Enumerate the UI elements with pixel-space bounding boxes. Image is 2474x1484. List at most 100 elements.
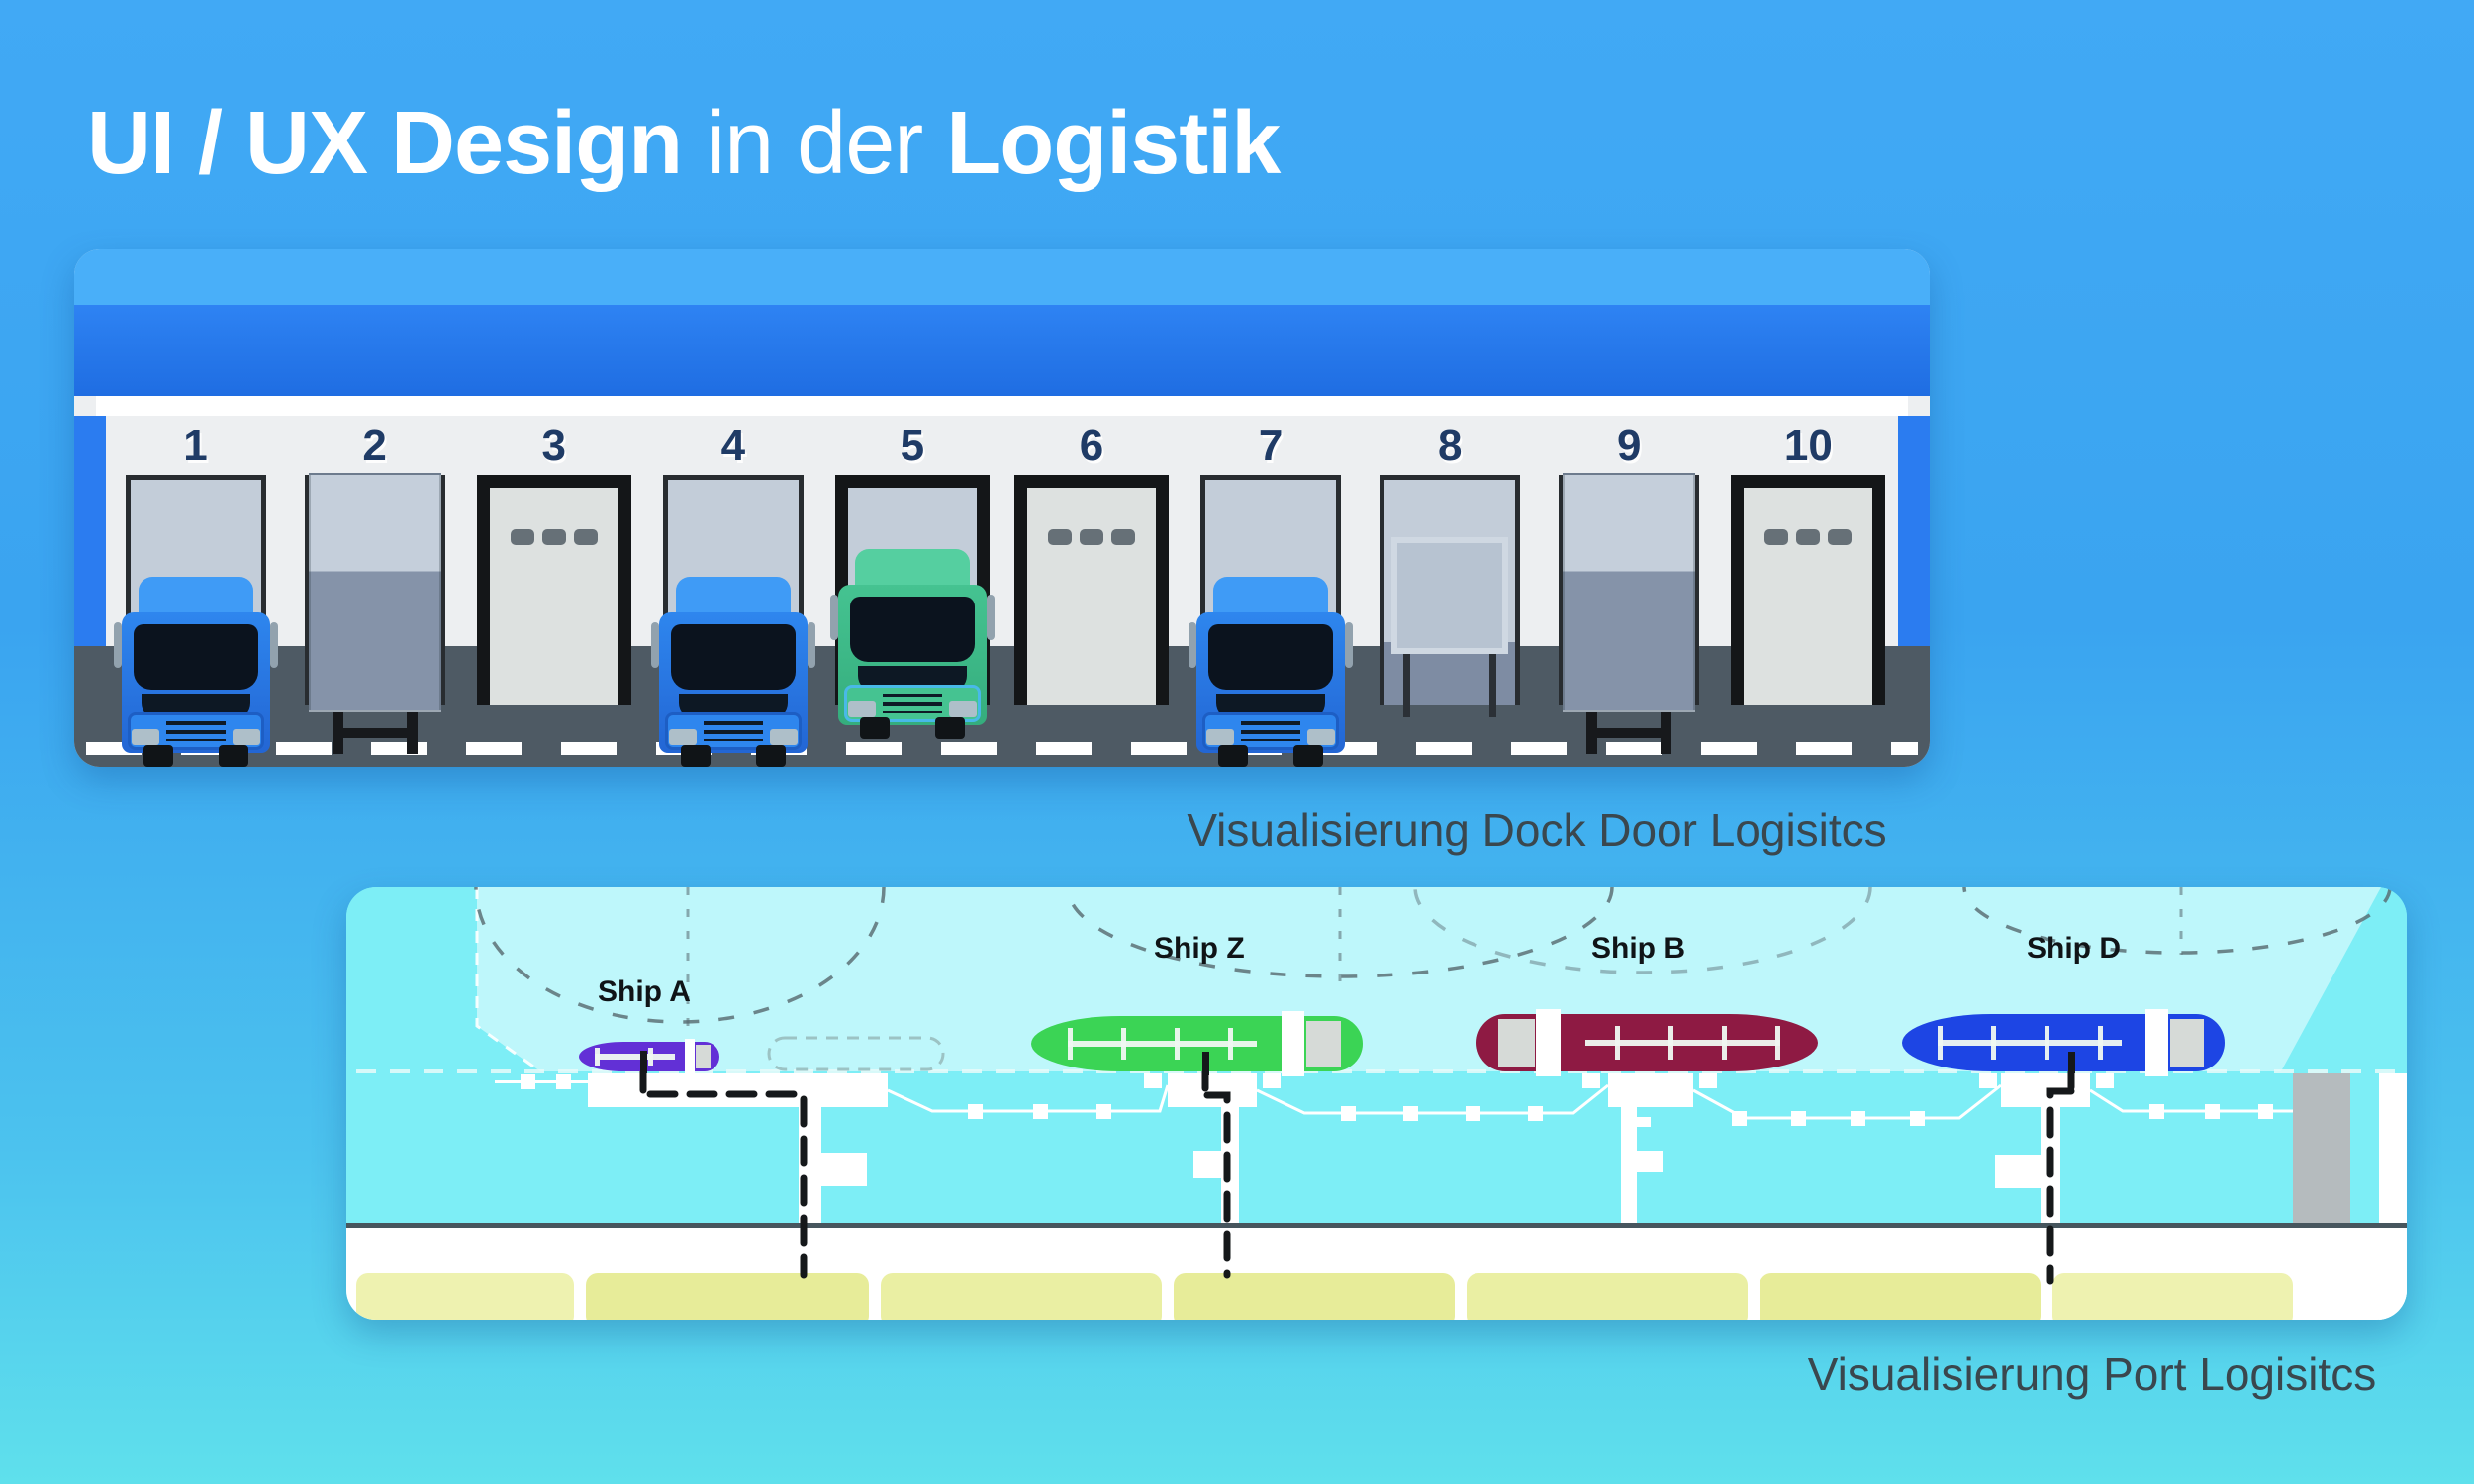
ship-label: Ship B (1591, 932, 1685, 965)
truck-mirror-left (829, 595, 838, 640)
truck-headlight-right (1307, 729, 1336, 745)
warehouse-facade: 1 (74, 416, 1930, 767)
truck-mirror-left (113, 622, 122, 668)
truck-wheel-right (1293, 745, 1324, 767)
basin-dashed-edge (475, 887, 541, 1073)
facade-stripe-right (1898, 416, 1930, 646)
truck-cab (121, 612, 270, 753)
trailer-rear (1391, 537, 1509, 720)
truck-windshield (1208, 624, 1334, 690)
dock-bay: 8 (1361, 416, 1540, 717)
truck-mirror-left (1189, 622, 1197, 668)
ship-crane-line (1585, 1026, 1781, 1060)
gray-pier (2293, 1073, 2350, 1224)
ship-bridge-band (685, 1039, 696, 1074)
dock-bay: 9 (1540, 416, 1719, 754)
title-segment: Logistik (946, 94, 1281, 193)
dock-door-visualization-panel: 1 (74, 249, 1930, 767)
harbor-basin-light-area (477, 887, 2381, 1071)
vehicle (1563, 473, 1696, 760)
dock-bay: 5 (822, 416, 1001, 739)
ship-label: Ship D (2027, 932, 2121, 965)
dock-door-number: 5 (900, 421, 925, 470)
truck-headlight-left (1206, 729, 1235, 745)
port-visualization-panel: Ship A Ship Z Ship B (346, 887, 2407, 1320)
port-map-decor (346, 887, 2407, 1320)
dock-door-number: 2 (362, 421, 387, 470)
trailer-rear (1563, 473, 1696, 760)
trailer-legs (1586, 712, 1672, 754)
truck-windshield (849, 597, 975, 662)
truck-wheel-left (143, 745, 173, 767)
truck-headlight-right (948, 701, 977, 717)
dock-bay: 1 (106, 416, 285, 767)
ship-hull (1902, 1014, 2225, 1071)
title-segment: in der (682, 94, 947, 193)
ship-label: Ship Z (1154, 932, 1245, 965)
page-title: UI / UX Design in der Logistik (87, 94, 1281, 193)
truck-cab (1196, 612, 1346, 753)
truck-wheel-right (755, 745, 786, 767)
route-stub (2068, 1052, 2075, 1073)
ship: Ship B (1476, 932, 1818, 1077)
truck-wheel-left (680, 745, 711, 767)
road-dashed-line (86, 742, 1918, 755)
dock-caption: Visualisierung Dock Door Logisitcs (1187, 804, 1887, 856)
truck-cab (658, 612, 808, 753)
ship-label: Ship A (598, 975, 691, 1008)
truck-wheel-right (934, 717, 965, 739)
truck-mirror-right (986, 595, 995, 640)
dock-bay: 3 (464, 416, 643, 705)
truck-wheel-left (1218, 745, 1249, 767)
title-segment: UI / UX Design (87, 94, 683, 193)
truck-headlight-right (769, 729, 798, 745)
truck-front (1189, 577, 1354, 767)
truck-headlight-left (668, 729, 697, 745)
ship-hull (579, 1042, 719, 1071)
dock-door-number: 1 (183, 421, 208, 470)
trailer-box (1391, 537, 1509, 654)
dock-door-number: 10 (1783, 421, 1833, 470)
ship: Ship A (579, 975, 719, 1074)
ship-hull (1031, 1016, 1363, 1071)
ship-deckhouse (1498, 1019, 1535, 1067)
route-stub (640, 1051, 647, 1073)
dock-door-number: 7 (1258, 421, 1284, 470)
dock-door-number: 4 (720, 421, 746, 470)
ship-bridge-band (1536, 1008, 1561, 1077)
truck-front (829, 549, 995, 739)
turning-circle-center-lines (686, 887, 2183, 1026)
container-yard-zones (356, 1273, 2293, 1320)
door-window-icons (1764, 529, 1789, 545)
truck-headlight-left (847, 701, 876, 717)
dock-bay: 2 (285, 416, 464, 754)
dock-bay: 7 (1182, 416, 1361, 767)
trailer-rear (308, 473, 441, 760)
vehicle (1189, 577, 1354, 767)
door-window-icons (1048, 529, 1073, 545)
vehicle (1391, 537, 1509, 720)
port-caption: Visualisierung Port Logisitcs (1807, 1348, 2377, 1400)
trailer-box (308, 473, 441, 712)
dock-bay: 10 (1719, 416, 1898, 705)
ship-crane-line (1937, 1026, 2122, 1060)
warehouse-roof-ledge (96, 396, 1908, 417)
dock-door (1731, 475, 1886, 705)
dock-door (476, 475, 631, 705)
ship: Ship D (1902, 932, 2225, 1077)
truck-front (650, 577, 815, 767)
ship-hull (1476, 1014, 1818, 1071)
truck-headlight-left (131, 729, 159, 745)
truck-mirror-left (650, 622, 659, 668)
ship-crane-line (594, 1048, 675, 1066)
truck-wheel-left (859, 717, 890, 739)
ship: Ship Z (1031, 932, 1363, 1077)
ship-bridge-band (1281, 1010, 1305, 1077)
dock-door (1014, 475, 1170, 705)
dock-bay: 4 (643, 416, 822, 767)
ship-bridge-band (2145, 1008, 2168, 1077)
truck-wheel-right (218, 745, 248, 767)
vehicle (113, 577, 278, 767)
warehouse-roof-band-dark (74, 305, 1930, 396)
ship-deckhouse (2169, 1019, 2204, 1067)
